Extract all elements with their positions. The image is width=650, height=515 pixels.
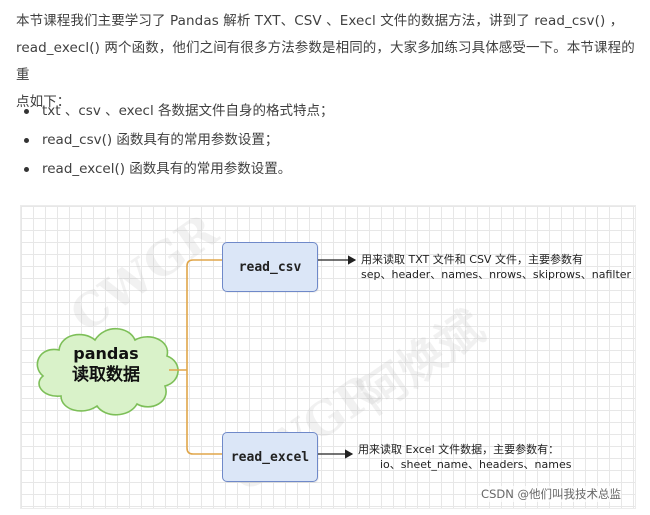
read-csv-description: 用来读取 TXT 文件和 CSV 文件，主要参数有 sep、header、nam…: [361, 252, 631, 282]
mindmap-figure: CWGR 阿焕斌 CWGR pandas 读取数据 read_csv 用来读取 …: [20, 205, 636, 509]
read-csv-label: read_csv: [238, 259, 302, 275]
list-item: read_csv() 函数具有的常用参数设置；: [22, 126, 334, 155]
read-excel-description: 用来读取 Excel 文件数据，主要参数有： io、sheet_name、hea…: [358, 442, 571, 472]
intro-paragraph: 本节课程我们主要学习了 Pandas 解析 TXT、CSV 、Execl 文件的…: [16, 8, 638, 116]
connector-lines: [36, 255, 357, 459]
key-points-list: txt 、csv 、execl 各数据文件自身的格式特点； read_csv()…: [22, 97, 334, 184]
root-node-line-2: 读取数据: [72, 365, 140, 385]
intro-line-2: read_execl() 两个函数，他们之间有很多方法参数是相同的，大家多加练习…: [16, 40, 635, 83]
root-node-label: pandas 读取数据: [43, 344, 169, 386]
read-csv-node: read_csv: [222, 242, 318, 292]
cloud-shape: [36, 327, 179, 416]
read-csv-desc-line-2: sep、header、names、nrows、skiprows、nafilter: [361, 268, 632, 281]
intro-line-1: 本节课程我们主要学习了 Pandas 解析 TXT、CSV 、Execl 文件的…: [16, 13, 624, 29]
read-csv-desc-line-1: 用来读取 TXT 文件和 CSV 文件，主要参数有: [361, 253, 583, 266]
root-node-line-1: pandas: [73, 344, 139, 363]
source-credit: CSDN @他们叫我技术总监: [481, 486, 621, 502]
list-item: read_excel() 函数具有的常用参数设置。: [22, 155, 334, 184]
list-item: txt 、csv 、execl 各数据文件自身的格式特点；: [22, 97, 334, 126]
read-excel-label: read_excel: [230, 449, 310, 465]
read-excel-desc-line-2: io、sheet_name、headers、names: [380, 458, 572, 471]
intro-line-3: 点如下：: [16, 94, 71, 110]
read-excel-desc-line-1: 用来读取 Excel 文件数据，主要参数有：: [358, 443, 560, 456]
read-excel-node: read_excel: [222, 432, 318, 482]
